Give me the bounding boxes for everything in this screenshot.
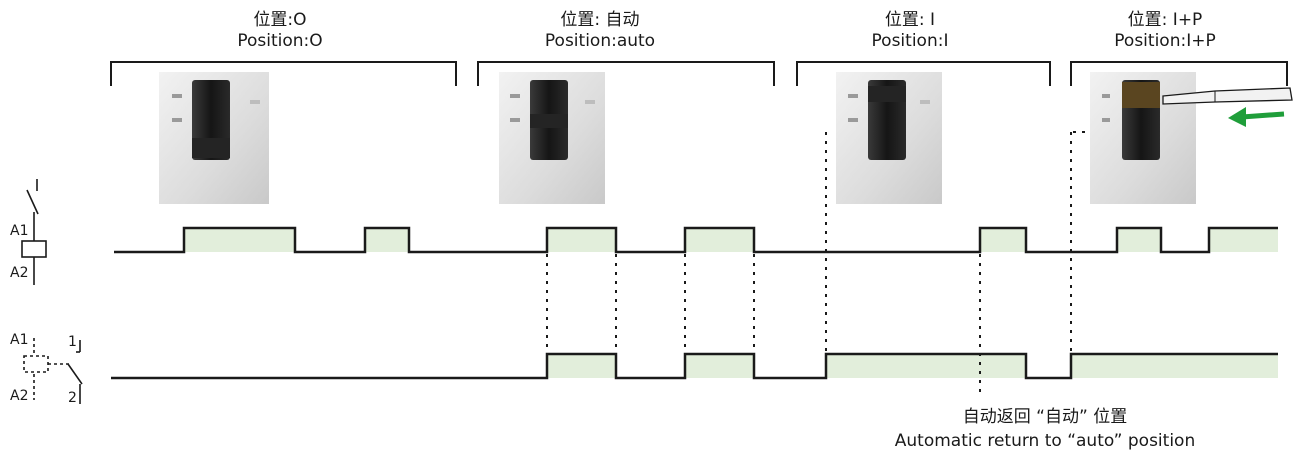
contact-pulse-4 bbox=[1071, 354, 1278, 378]
caption-position-o-cn: 位置:O bbox=[253, 10, 307, 30]
coil-label-a2: A2 bbox=[10, 265, 28, 281]
caption-position-i-cn: 位置: I bbox=[884, 10, 936, 30]
caption-position-auto-cn: 位置: 自动 bbox=[560, 10, 640, 30]
bracket-position-auto bbox=[477, 61, 775, 86]
green-arrow-icon bbox=[1228, 107, 1285, 127]
guide-lines bbox=[546, 131, 1089, 398]
switch-photo-auto bbox=[499, 72, 605, 204]
coil-pulse-5 bbox=[980, 228, 1026, 252]
coil-label-a1: A1 bbox=[10, 223, 28, 239]
coil-pulse-3 bbox=[547, 228, 616, 252]
coil-pulse-6 bbox=[1117, 228, 1161, 252]
contact-label-a1: A1 bbox=[10, 332, 28, 348]
contact-pulse-1 bbox=[547, 354, 616, 378]
coil-pulse-7 bbox=[1209, 228, 1278, 252]
bracket-position-i bbox=[796, 61, 1051, 86]
contact-label-2: 2 bbox=[68, 390, 77, 406]
caption-position-auto-en: Position:auto bbox=[544, 31, 656, 51]
bracket-position-o bbox=[110, 61, 457, 86]
contact-symbol bbox=[23, 338, 83, 404]
coil-symbol bbox=[21, 179, 47, 285]
auto-return-cn: 自动返回 “自动” 位置 bbox=[962, 407, 1128, 427]
caption-position-i-en: Position:I bbox=[871, 31, 949, 51]
caption-position-auto: 位置: 自动 Position:auto bbox=[495, 10, 705, 52]
contact-pulse-fills bbox=[547, 354, 1278, 378]
coil-pulse-1 bbox=[184, 228, 295, 252]
coil-pulse-fills bbox=[184, 228, 1278, 252]
caption-position-i: 位置: I Position:I bbox=[810, 10, 1010, 52]
auto-return-en: Automatic return to “auto” position bbox=[894, 431, 1196, 451]
contact-pulse-2 bbox=[685, 354, 754, 378]
contact-waveform bbox=[111, 352, 1278, 380]
contact-label-a2: A2 bbox=[10, 388, 28, 404]
caption-position-ip-en: Position:I+P bbox=[1114, 31, 1216, 51]
caption-position-o-en: Position:O bbox=[237, 31, 323, 51]
coil-pulse-4 bbox=[685, 228, 754, 252]
bracket-position-ip bbox=[1070, 61, 1288, 86]
switch-photo-off bbox=[159, 72, 269, 204]
contact-label-1: 1 bbox=[68, 334, 77, 350]
coil-pulse-2 bbox=[365, 228, 409, 252]
switch-photo-on bbox=[836, 72, 942, 204]
caption-position-o: 位置:O Position:O bbox=[175, 10, 385, 52]
auto-return-annotation: 自动返回 “自动” 位置 Automatic return to “auto” … bbox=[860, 405, 1230, 453]
contact-pulse-3 bbox=[826, 354, 1026, 378]
coil-waveform bbox=[114, 226, 1278, 254]
switch-photo-on-permanent bbox=[1090, 72, 1293, 204]
caption-position-ip-cn: 位置: I+P bbox=[1127, 10, 1203, 30]
caption-position-ip: 位置: I+P Position:I+P bbox=[1065, 10, 1265, 52]
